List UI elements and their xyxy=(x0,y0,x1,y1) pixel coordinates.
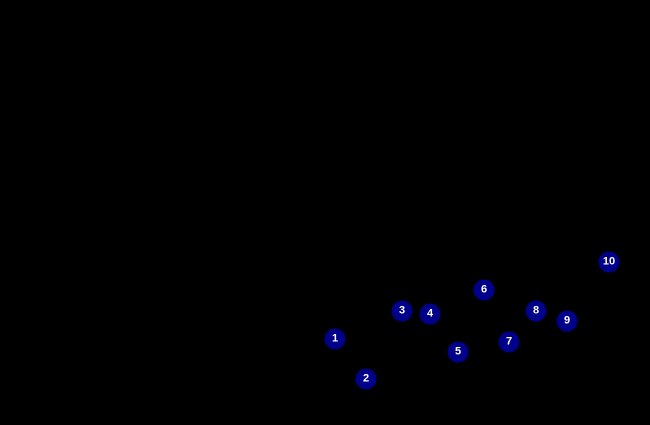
map-marker-6[interactable]: 6 xyxy=(473,279,495,301)
map-marker-10[interactable]: 10 xyxy=(598,251,620,273)
map-marker-5[interactable]: 5 xyxy=(447,341,469,363)
map-marker-7[interactable]: 7 xyxy=(498,331,520,353)
map-marker-1[interactable]: 1 xyxy=(324,328,346,350)
map-marker-2[interactable]: 2 xyxy=(355,368,377,390)
map-marker-3[interactable]: 3 xyxy=(391,300,413,322)
map-marker-8[interactable]: 8 xyxy=(525,300,547,322)
map-marker-9[interactable]: 9 xyxy=(556,310,578,332)
map-marker-4[interactable]: 4 xyxy=(419,303,441,325)
